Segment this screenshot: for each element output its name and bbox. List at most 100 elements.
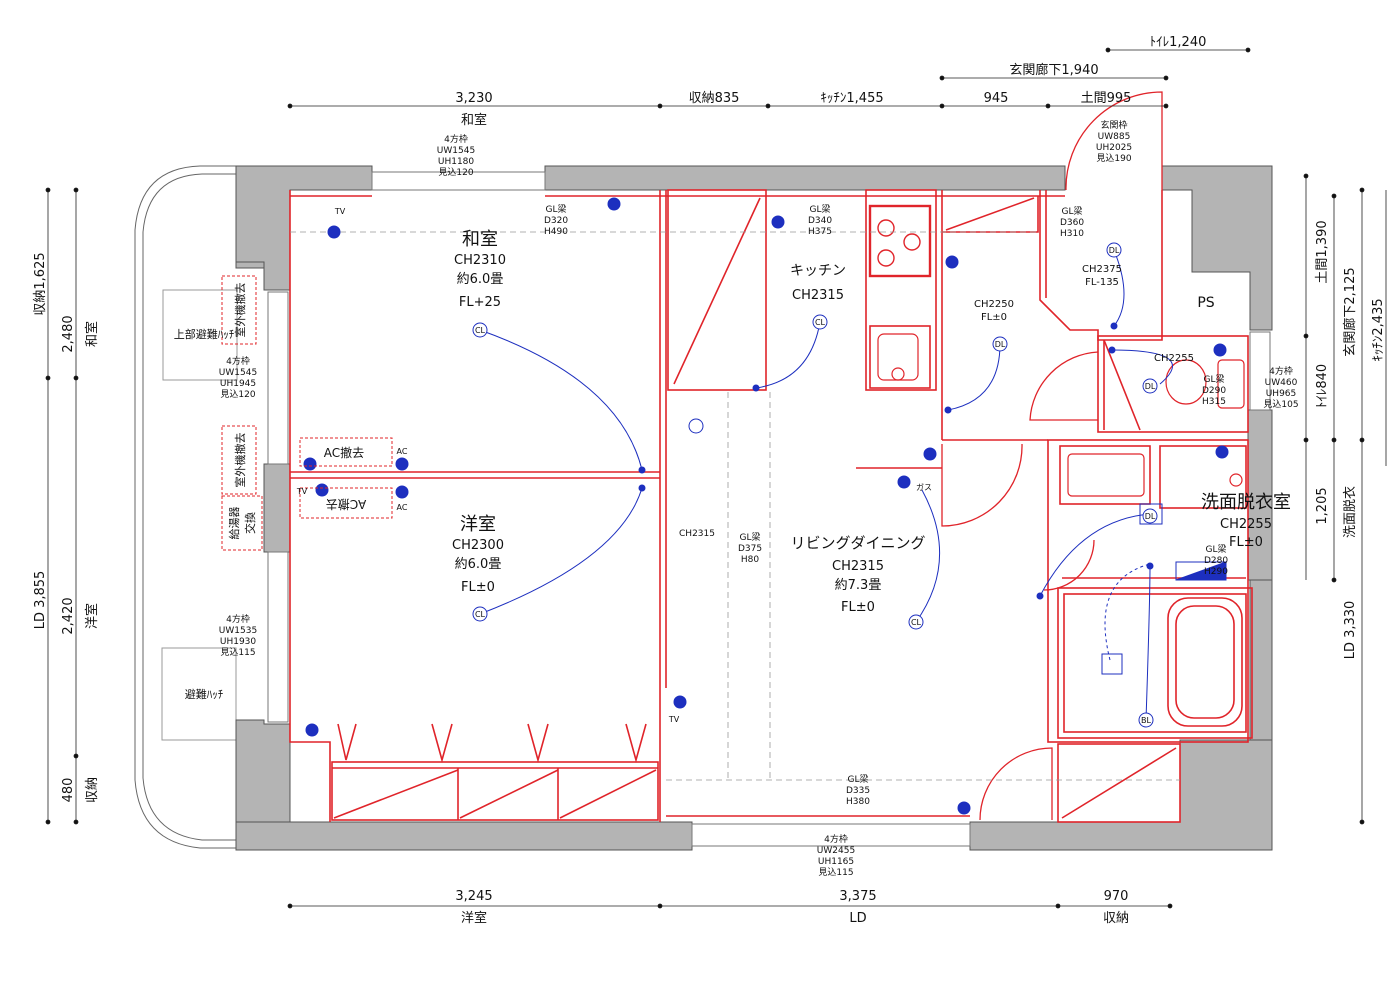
outlet-symbols [303, 197, 1229, 815]
svg-text:UW1545: UW1545 [219, 368, 257, 378]
outdoor-unit-removal-1: 室外機撤去 [233, 283, 247, 338]
beam-note-4: GL梁 D375 H80 [738, 531, 762, 565]
svg-text:D320: D320 [544, 216, 568, 226]
svg-text:TV: TV [334, 207, 346, 216]
equipment-boxes [688, 418, 1227, 675]
dim-sub-ld: LD [849, 911, 866, 926]
dl-light-icon [1106, 242, 1122, 258]
room-ch: CH2300 [452, 538, 504, 553]
toilet-ch: CH2255 [1154, 353, 1194, 364]
room-fl: FL±0 [841, 600, 875, 615]
beam-note-6: GL梁 D290 H315 [1202, 373, 1226, 407]
svg-text:GL梁: GL梁 [848, 773, 869, 785]
svg-text:H490: H490 [544, 227, 568, 237]
svg-text:UH1945: UH1945 [220, 379, 256, 389]
dim-right-hall: 玄関廊下2,125 [1342, 267, 1358, 356]
door-swings [941, 91, 1163, 821]
genkan-fl: FL-135 [1085, 277, 1119, 288]
room-fl: FL+25 [459, 295, 501, 310]
dim-right-washroom-label: 洗面脱衣 [1342, 486, 1358, 538]
svg-text:見込120: 見込120 [438, 167, 473, 178]
beam-lines [290, 231, 1180, 781]
svg-text:DL: DL [1145, 512, 1156, 521]
window-note-4: 4方枠 UW2455 UH1165 見込115 [817, 833, 855, 878]
svg-text:見込115: 見込115 [220, 647, 255, 658]
hall-fl: FL±0 [981, 312, 1007, 323]
svg-text:GL梁: GL梁 [740, 531, 761, 543]
svg-text:UH965: UH965 [1266, 389, 1297, 399]
svg-text:D375: D375 [738, 544, 762, 554]
dim-kitchen-width: ｷｯﾁﾝ1,455 [820, 91, 883, 106]
svg-text:UW885: UW885 [1098, 132, 1131, 142]
bottom-dimensions: 3,245 3,375 970 洋室 LD 収納 [455, 889, 1129, 926]
dim-washitsu-width: 3,230 [455, 91, 492, 106]
room-name: キッチン [790, 263, 846, 279]
svg-text:見込105: 見込105 [1263, 399, 1298, 410]
genkan-ch: CH2375 [1082, 264, 1122, 275]
water-heater-label-2: 交換 [243, 512, 257, 534]
structural-walls [235, 165, 1273, 851]
room-washroom: 洗面脱衣室 CH2255 FL±0 [1201, 492, 1291, 550]
symbol-labels: CL CL CL CL DL DL DL DL BL TV TV TV AC A… [296, 207, 1156, 725]
dl-light-icon [992, 336, 1008, 352]
dim-left-youshitsu: 2,420 [61, 597, 76, 634]
dim-storage-width: 収納835 [689, 91, 740, 106]
dim-entrance-hall: 玄関廊下1,940 [1009, 62, 1098, 78]
svg-text:4方枠: 4方枠 [824, 833, 848, 845]
water-heater-label-1: 給湯器 [227, 507, 241, 540]
svg-text:UH1165: UH1165 [818, 857, 854, 867]
cl-light-icon [472, 322, 488, 338]
svg-text:UW460: UW460 [1265, 378, 1298, 388]
dim-right-kitchen: ｷｯﾁﾝ2,435 [1371, 298, 1386, 361]
hall-ch: CH2250 [974, 299, 1014, 310]
svg-text:D360: D360 [1060, 218, 1084, 228]
wiring [479, 249, 1173, 721]
dim-sub-youshitsu: 洋室 [461, 910, 487, 926]
svg-text:GL梁: GL梁 [810, 203, 831, 215]
dimension-lines [45, 47, 1387, 909]
dim-left-room-youshitsu: 洋室 [84, 603, 100, 629]
room-kitchen: キッチン CH2315 [790, 263, 846, 303]
dim-doma-width: 土間995 [1081, 91, 1132, 106]
room-area: 約6.0畳 [457, 272, 504, 287]
window-note-5: 4方枠 UW460 UH965 見込105 [1263, 365, 1298, 410]
svg-text:玄関枠: 玄関枠 [1100, 119, 1127, 131]
room-area: 約7.3畳 [835, 578, 882, 593]
svg-text:D290: D290 [1202, 386, 1226, 396]
ac-removal-label-2: AC撤去 [326, 497, 366, 512]
ps-label: PS [1197, 295, 1214, 311]
right-dimensions: 土間1,390 ﾄｲﾚ840 1,205 LD 3,330 玄関廊下2,125 … [1315, 220, 1386, 659]
dim-closet-width: 970 [1104, 889, 1129, 904]
svg-text:GL梁: GL梁 [1206, 543, 1227, 555]
bl-light-icon [1138, 712, 1154, 728]
svg-text:UW1535: UW1535 [219, 626, 257, 636]
dim-ld-width: 3,375 [839, 889, 876, 904]
svg-text:TV: TV [668, 715, 680, 724]
room-ch: CH2310 [454, 253, 506, 268]
dim-left-storage: 収納1,625 [33, 252, 48, 315]
cl-light-icon [812, 314, 828, 330]
svg-text:CL: CL [815, 318, 826, 327]
room-name: 洗面脱衣室 [1201, 492, 1291, 513]
dim-youshitsu-width: 3,245 [455, 889, 492, 904]
svg-text:CL: CL [475, 610, 486, 619]
svg-text:UH1180: UH1180 [438, 157, 475, 167]
svg-text:GL梁: GL梁 [1062, 205, 1083, 217]
svg-text:AC: AC [397, 503, 408, 512]
room-youshitsu: 洋室 CH2300 約6.0畳 FL±0 [452, 514, 504, 595]
room-fl: FL±0 [461, 580, 495, 595]
room-ldk: リビングダイニング CH2315 約7.3畳 FL±0 [790, 534, 925, 615]
window-frames [267, 171, 1271, 847]
svg-text:GL梁: GL梁 [546, 203, 567, 215]
dim-hall-width: 945 [984, 91, 1009, 106]
dim-right-ld: LD 3,330 [1343, 601, 1358, 660]
svg-text:CL: CL [475, 326, 486, 335]
room-genkan: CH2375 FL-135 [1082, 264, 1122, 288]
room-ch: CH2315 [792, 288, 844, 303]
svg-text:4方枠: 4方枠 [226, 355, 250, 367]
cl-light-icon [908, 614, 924, 630]
closet-ch: CH2315 [679, 529, 715, 539]
svg-text:H380: H380 [846, 797, 870, 807]
svg-text:H80: H80 [741, 555, 759, 565]
